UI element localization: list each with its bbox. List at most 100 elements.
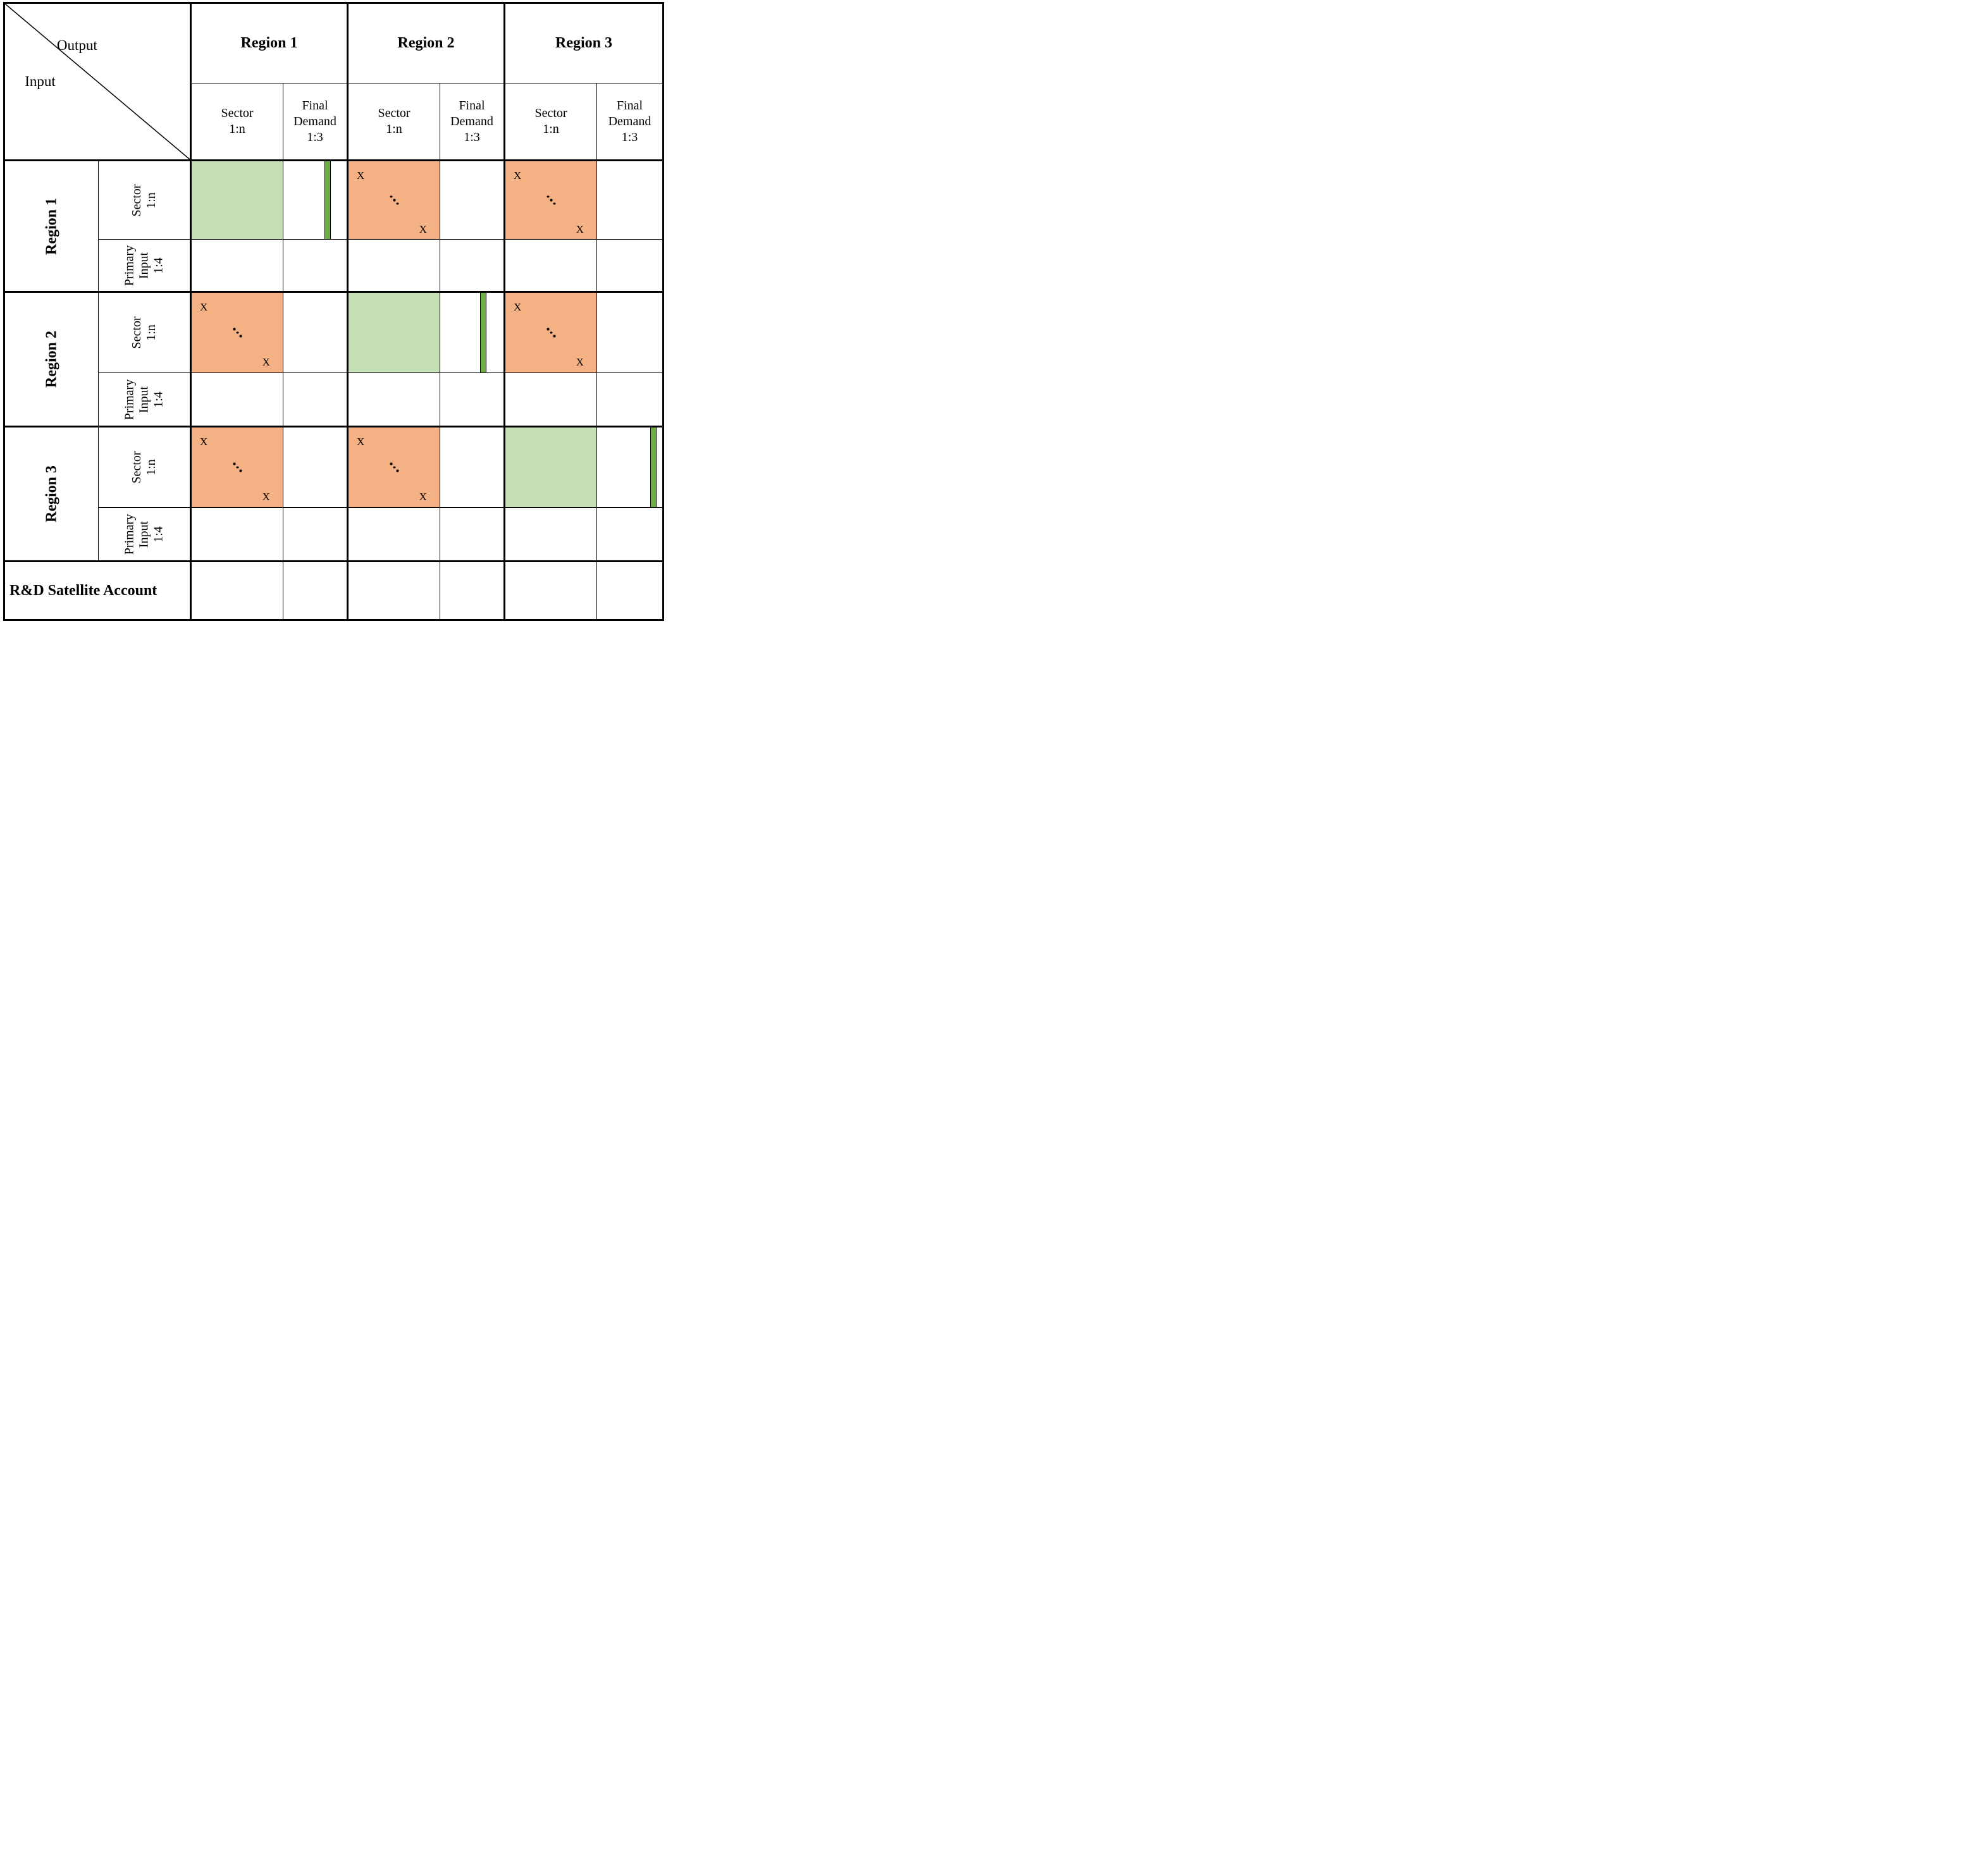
fd-header-range: 1:3	[307, 130, 323, 144]
primary-input-sublabel-text: Primary Input 1:4	[123, 513, 166, 554]
sector-header-line: Sector	[378, 106, 411, 120]
fd-header-range: 1:3	[464, 130, 480, 144]
fd-header-line: Final	[459, 98, 485, 113]
cell-r2sector-x-r1fd-empty	[283, 293, 349, 373]
col-subheader-sector-r2: Sector 1:n	[349, 83, 440, 161]
sector-header-line: Sector	[221, 106, 254, 120]
fd-header-line: Demand	[450, 114, 493, 128]
row-label-region-2: Region 2	[5, 293, 99, 427]
cell-r1sector-x-r1fd	[283, 161, 349, 240]
cell-r3sector-x-r2sector-interregional: X X	[349, 427, 440, 508]
col-subheader-final-demand-r1: Final Demand 1:3	[283, 83, 349, 161]
row-label-region-3: Region 3	[5, 427, 99, 562]
col-header-region-3: Region 3	[505, 4, 662, 83]
primary-input-sublabel-text: Primary Input 1:4	[123, 379, 166, 419]
x-mark-bottom-right: X	[262, 491, 270, 503]
col-subheader-sector-r3: Sector 1:n	[505, 83, 597, 161]
cell-rd-x-r2fd-empty	[440, 562, 505, 619]
x-mark-bottom-right: X	[419, 223, 427, 235]
cell-r3sector-x-r3sector-intraregional	[505, 427, 597, 508]
row-sublabel-sector-r3: Sector 1:n	[99, 427, 192, 508]
cell-r1sector-x-r2fd-empty	[440, 161, 505, 240]
col-subheader-final-demand-r2: Final Demand 1:3	[440, 83, 505, 161]
col-header-region-2: Region 2	[349, 4, 505, 83]
input-axis-label: Input	[25, 73, 56, 89]
rd-satellite-account-label: R&D Satellite Account	[5, 562, 192, 619]
primary-input-range: 1:4	[151, 391, 166, 408]
row-sublabel-sector-r1: Sector 1:n	[99, 161, 192, 240]
fd-header-line: Demand	[608, 114, 651, 128]
fd-header-line: Demand	[293, 114, 336, 128]
col-subheader-sector-r1: Sector 1:n	[192, 83, 283, 161]
cell-r3primary-x-r3sector-empty	[505, 508, 597, 562]
diagonal-dots-icon	[546, 328, 555, 338]
cell-r3primary-x-r3fd-empty	[597, 508, 662, 562]
cell-r2sector-x-r1sector-interregional: X X	[192, 293, 283, 373]
sector-sublabel-line: Sector	[130, 316, 144, 349]
x-mark-bottom-right: X	[419, 491, 427, 503]
primary-input-line: Primary	[122, 245, 137, 286]
final-demand-highlight-bar-r3	[650, 427, 657, 507]
cell-r1primary-x-r1fd-empty	[283, 240, 349, 293]
row-label-region-1: Region 1	[5, 161, 99, 293]
sector-sublabel-text: Sector 1:n	[130, 316, 159, 348]
cell-r2sector-x-r3sector-interregional: X X	[505, 293, 597, 373]
sector-header-range: 1:n	[543, 122, 559, 136]
diagonal-dots-icon	[233, 328, 242, 338]
cell-rd-x-r3sector-empty	[505, 562, 597, 619]
primary-input-range: 1:4	[151, 257, 166, 274]
cell-r3sector-x-r2fd-empty	[440, 427, 505, 508]
cell-r1primary-x-r1sector-empty	[192, 240, 283, 293]
cell-r3sector-x-r1sector-interregional: X X	[192, 427, 283, 508]
x-mark-bottom-right: X	[262, 356, 270, 369]
x-mark-top-left: X	[513, 169, 522, 181]
corner-cell: Output Input	[5, 4, 192, 161]
x-mark-top-left: X	[356, 169, 365, 181]
sector-sublabel-range: 1:n	[144, 459, 158, 476]
cell-r2primary-x-r3sector-empty	[505, 373, 597, 427]
primary-input-line: Input	[137, 252, 151, 279]
cell-r2sector-x-r2fd	[440, 293, 505, 373]
primary-input-sublabel-text: Primary Input 1:4	[123, 245, 166, 285]
sector-sublabel-range: 1:n	[144, 192, 158, 209]
cell-r1primary-x-r3sector-empty	[505, 240, 597, 293]
sector-header-range: 1:n	[229, 122, 245, 136]
x-mark-top-left: X	[513, 300, 522, 313]
fd-header-range: 1:3	[621, 130, 638, 144]
cell-r1sector-x-r3fd-empty	[597, 161, 662, 240]
cell-r1primary-x-r2fd-empty	[440, 240, 505, 293]
diagonal-dots-icon	[390, 195, 398, 205]
cell-r1sector-x-r3sector-interregional: X X	[505, 161, 597, 240]
sector-header-line: Sector	[534, 106, 567, 120]
cell-r2primary-x-r3fd-empty	[597, 373, 662, 427]
x-mark-bottom-right: X	[576, 223, 584, 235]
row-sublabel-sector-r2: Sector 1:n	[99, 293, 192, 373]
cell-r3sector-x-r1fd-empty	[283, 427, 349, 508]
cell-r3primary-x-r1sector-empty	[192, 508, 283, 562]
x-mark-top-left: X	[199, 435, 208, 448]
cell-r2primary-x-r1fd-empty	[283, 373, 349, 427]
cell-r1sector-x-r1sector-intraregional	[192, 161, 283, 240]
primary-input-line: Primary	[122, 513, 137, 555]
sector-sublabel-line: Sector	[130, 451, 144, 484]
cell-rd-x-r1fd-empty	[283, 562, 349, 619]
primary-input-line: Primary	[122, 379, 137, 420]
col-subheader-final-demand-r3: Final Demand 1:3	[597, 83, 662, 161]
primary-input-line: Input	[137, 520, 151, 548]
diagonal-dots-icon	[390, 462, 398, 472]
cell-r3sector-x-r3fd	[597, 427, 662, 508]
sector-sublabel-text: Sector 1:n	[130, 184, 159, 216]
diagonal-line	[5, 4, 190, 159]
diagonal-dots-icon	[546, 195, 555, 205]
output-axis-label: Output	[56, 37, 97, 54]
primary-input-range: 1:4	[151, 526, 166, 543]
cell-rd-x-r1sector-empty	[192, 562, 283, 619]
fd-header-line: Final	[302, 98, 328, 113]
diagonal-dots-icon	[233, 462, 242, 472]
row-region-label-text: Region 3	[43, 465, 59, 522]
row-region-label-text: Region 1	[43, 197, 59, 255]
cell-r3primary-x-r2sector-empty	[349, 508, 440, 562]
x-mark-bottom-right: X	[576, 356, 584, 369]
cell-r3primary-x-r2fd-empty	[440, 508, 505, 562]
primary-input-line: Input	[137, 386, 151, 413]
